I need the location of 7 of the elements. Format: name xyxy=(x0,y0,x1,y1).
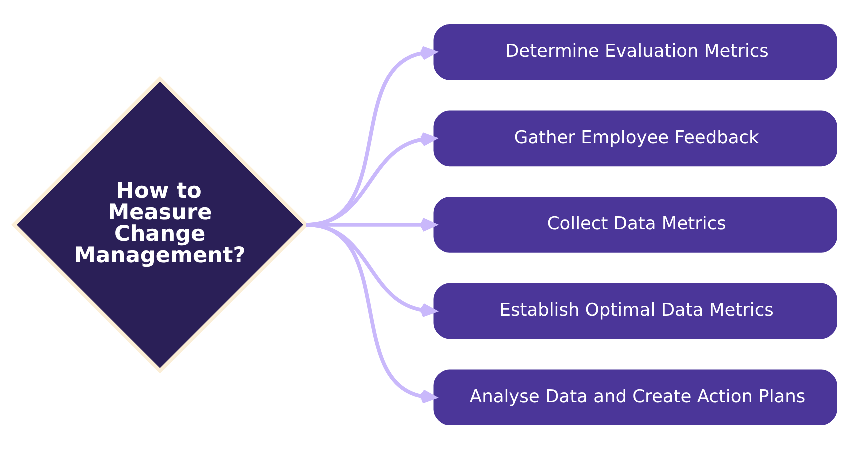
node-box: Determine Evaluation Metrics xyxy=(433,24,837,80)
node-box: Collect Data Metrics xyxy=(433,197,837,253)
arrow xyxy=(305,223,436,404)
node-box: Gather Employee Feedback xyxy=(433,110,837,167)
node-box: Establish Optimal Data Metrics xyxy=(433,283,837,340)
node-diamond: How to Measure Change Management? xyxy=(11,76,308,374)
node-box: Analyse Data and Create Action Plans xyxy=(433,370,837,426)
